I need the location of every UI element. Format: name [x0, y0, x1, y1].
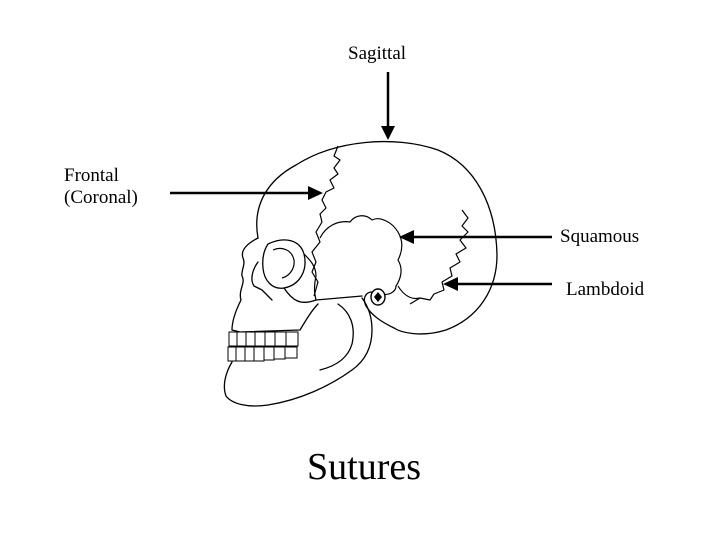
occipital-edge [397, 285, 421, 300]
mastoid-outline [363, 291, 395, 329]
mandible-ramus [319, 303, 354, 371]
squamous-suture [319, 215, 403, 296]
arrow-squamous [399, 230, 552, 244]
coronal-suture [311, 145, 341, 297]
sphenoid-suture [303, 253, 317, 301]
nasal-outline [251, 261, 273, 301]
diagram-title: Sutures [307, 446, 421, 488]
label-sagittal: Sagittal [348, 43, 407, 64]
ear-canal-inner [374, 292, 382, 302]
arrow-frontal [170, 186, 323, 200]
lambdoid-suture [409, 209, 469, 305]
label-frontal-line2: (Coronal) [64, 187, 138, 208]
label-frontal-line1: Frontal [64, 165, 119, 186]
lower-teeth [227, 346, 298, 362]
cranium-outline [256, 140, 498, 335]
label-squamous: Squamous [560, 226, 640, 247]
label-lambdoid: Lambdoid [566, 279, 645, 300]
zygomatic-arch [283, 287, 363, 303]
label-frontal: Frontal (Coronal) [64, 165, 138, 209]
arrow-lambdoid [443, 277, 552, 291]
arrow-sagittal [381, 72, 395, 140]
maxilla-outline [239, 303, 319, 333]
orbit-outline [262, 239, 306, 289]
mandible-outline [223, 297, 373, 407]
orbit-inner [272, 247, 295, 279]
face-outline [231, 237, 259, 333]
upper-teeth [228, 331, 299, 347]
